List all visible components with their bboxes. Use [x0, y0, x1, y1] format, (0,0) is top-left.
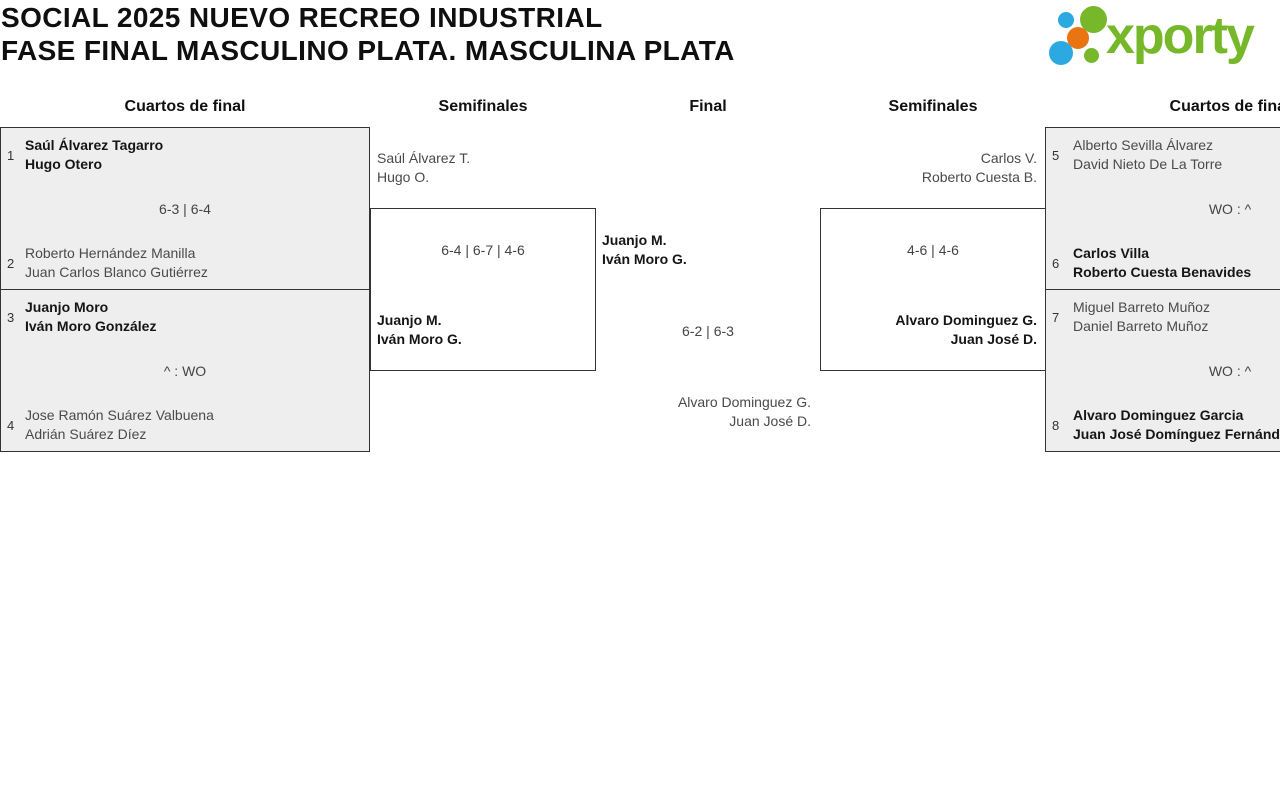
round-header-quarters-left: Cuartos de final — [124, 98, 246, 115]
team-pair: Carlos Villa Roberto Cuesta Benavides — [1073, 244, 1251, 282]
match-score: 6-2 | 6-3 — [682, 323, 734, 339]
logo-dot-green-small-icon — [1084, 48, 1099, 63]
player-name: Juan Carlos Blanco Gutiérrez — [25, 264, 208, 280]
seed-number-5: 5 — [1052, 148, 1060, 163]
player-name: Roberto Hernández Manilla — [25, 245, 196, 261]
player-name: Iván Moro G. — [377, 331, 462, 347]
player-name: Saúl Álvarez T. — [377, 150, 471, 166]
player-name: Iván Moro G. — [602, 251, 687, 267]
player-name: Juan José D. — [729, 413, 811, 429]
player-name: Adrián Suárez Díez — [25, 426, 147, 442]
player-name: Alberto Sevilla Álvarez — [1073, 137, 1214, 153]
team-pair: Jose Ramón Suárez Valbuena Adrián Suárez… — [25, 406, 214, 444]
player-name: Juanjo Moro — [25, 299, 109, 315]
team-pair: Miguel Barreto Muñoz Daniel Barreto Muño… — [1073, 298, 1210, 336]
team-pair: Alberto Sevilla Álvarez David Nieto De L… — [1073, 136, 1222, 174]
match-box-qf-right-top — [1045, 127, 1280, 290]
seed-number-1: 1 — [7, 148, 15, 163]
player-name: Juan José D. — [950, 331, 1037, 347]
team-pair: Juanjo M. Iván Moro G. — [377, 311, 462, 349]
match-box-sf-left — [370, 208, 596, 371]
match-score: 6-4 | 6-7 | 4-6 — [441, 242, 525, 258]
player-name: Miguel Barreto Muñoz — [1073, 299, 1210, 315]
round-header-final: Final — [689, 98, 727, 115]
seed-number-2: 2 — [7, 256, 15, 271]
player-name: Carlos V. — [980, 150, 1037, 166]
team-pair: Roberto Hernández Manilla Juan Carlos Bl… — [25, 244, 208, 282]
player-name: Roberto Cuesta B. — [921, 169, 1037, 185]
player-name: David Nieto De La Torre — [1073, 156, 1223, 172]
player-name: Juanjo M. — [602, 232, 667, 248]
seed-number-4: 4 — [7, 418, 15, 433]
seed-number-6: 6 — [1052, 256, 1060, 271]
round-header-quarters-right: Cuartos de final — [1169, 98, 1280, 115]
player-name: Roberto Cuesta Benavides — [1073, 264, 1252, 280]
match-score: 4-6 | 4-6 — [907, 242, 959, 258]
player-name: Alvaro Dominguez Garcia — [1073, 407, 1244, 423]
seed-number-3: 3 — [7, 310, 15, 325]
player-name: Hugo Otero — [25, 156, 102, 172]
match-box-qf-left-top — [0, 127, 370, 290]
logo-dot-blue-large-icon — [1049, 41, 1073, 65]
match-score: 6-3 | 6-4 — [159, 201, 211, 217]
team-pair: Juanjo M. Iván Moro G. — [602, 231, 687, 269]
team-pair: Juanjo Moro Iván Moro González — [25, 298, 156, 336]
team-pair: Alvaro Dominguez Garcia Juan José Domíng… — [1073, 406, 1280, 444]
logo-dot-blue-small-icon — [1058, 12, 1074, 28]
match-box-qf-right-bottom — [1045, 289, 1280, 452]
match-score: ^ : WO — [163, 363, 207, 379]
player-name: Iván Moro González — [25, 318, 157, 334]
logo-dot-orange-icon — [1067, 27, 1089, 49]
player-name: Carlos Villa — [1073, 245, 1150, 261]
team-pair: Alvaro Dominguez G. Juan José D. — [820, 311, 1037, 349]
round-header-semis-right: Semifinales — [888, 98, 978, 115]
match-box-qf-left-bottom — [0, 289, 370, 452]
player-name: Juanjo M. — [377, 312, 442, 328]
logo-wordmark: xporty — [1106, 7, 1255, 65]
match-score: WO : ^ — [1208, 201, 1252, 217]
team-pair: Alvaro Dominguez G. Juan José D. — [595, 393, 811, 431]
player-name: Alvaro Dominguez G. — [677, 394, 811, 410]
match-score: WO : ^ — [1208, 363, 1252, 379]
player-name: Daniel Barreto Muñoz — [1073, 318, 1209, 334]
seed-number-7: 7 — [1052, 310, 1060, 325]
player-name: Jose Ramón Suárez Valbuena — [25, 407, 214, 423]
round-header-semis-left: Semifinales — [438, 98, 528, 115]
player-name: Alvaro Dominguez G. — [895, 312, 1037, 328]
seed-number-8: 8 — [1052, 418, 1060, 433]
team-pair: Saúl Álvarez Tagarro Hugo Otero — [25, 136, 163, 174]
team-pair: Carlos V. Roberto Cuesta B. — [820, 149, 1037, 187]
player-name: Juan José Domínguez Fernández — [1073, 426, 1280, 442]
page-title-line1: SOCIAL 2025 NUEVO RECREO INDUSTRIAL — [1, 2, 603, 33]
page-title-line2: FASE FINAL MASCULINO PLATA. MASCULINA PL… — [1, 35, 735, 66]
player-name: Saúl Álvarez Tagarro — [25, 137, 164, 153]
team-pair: Saúl Álvarez T. Hugo O. — [377, 149, 470, 187]
player-name: Hugo O. — [377, 169, 430, 185]
